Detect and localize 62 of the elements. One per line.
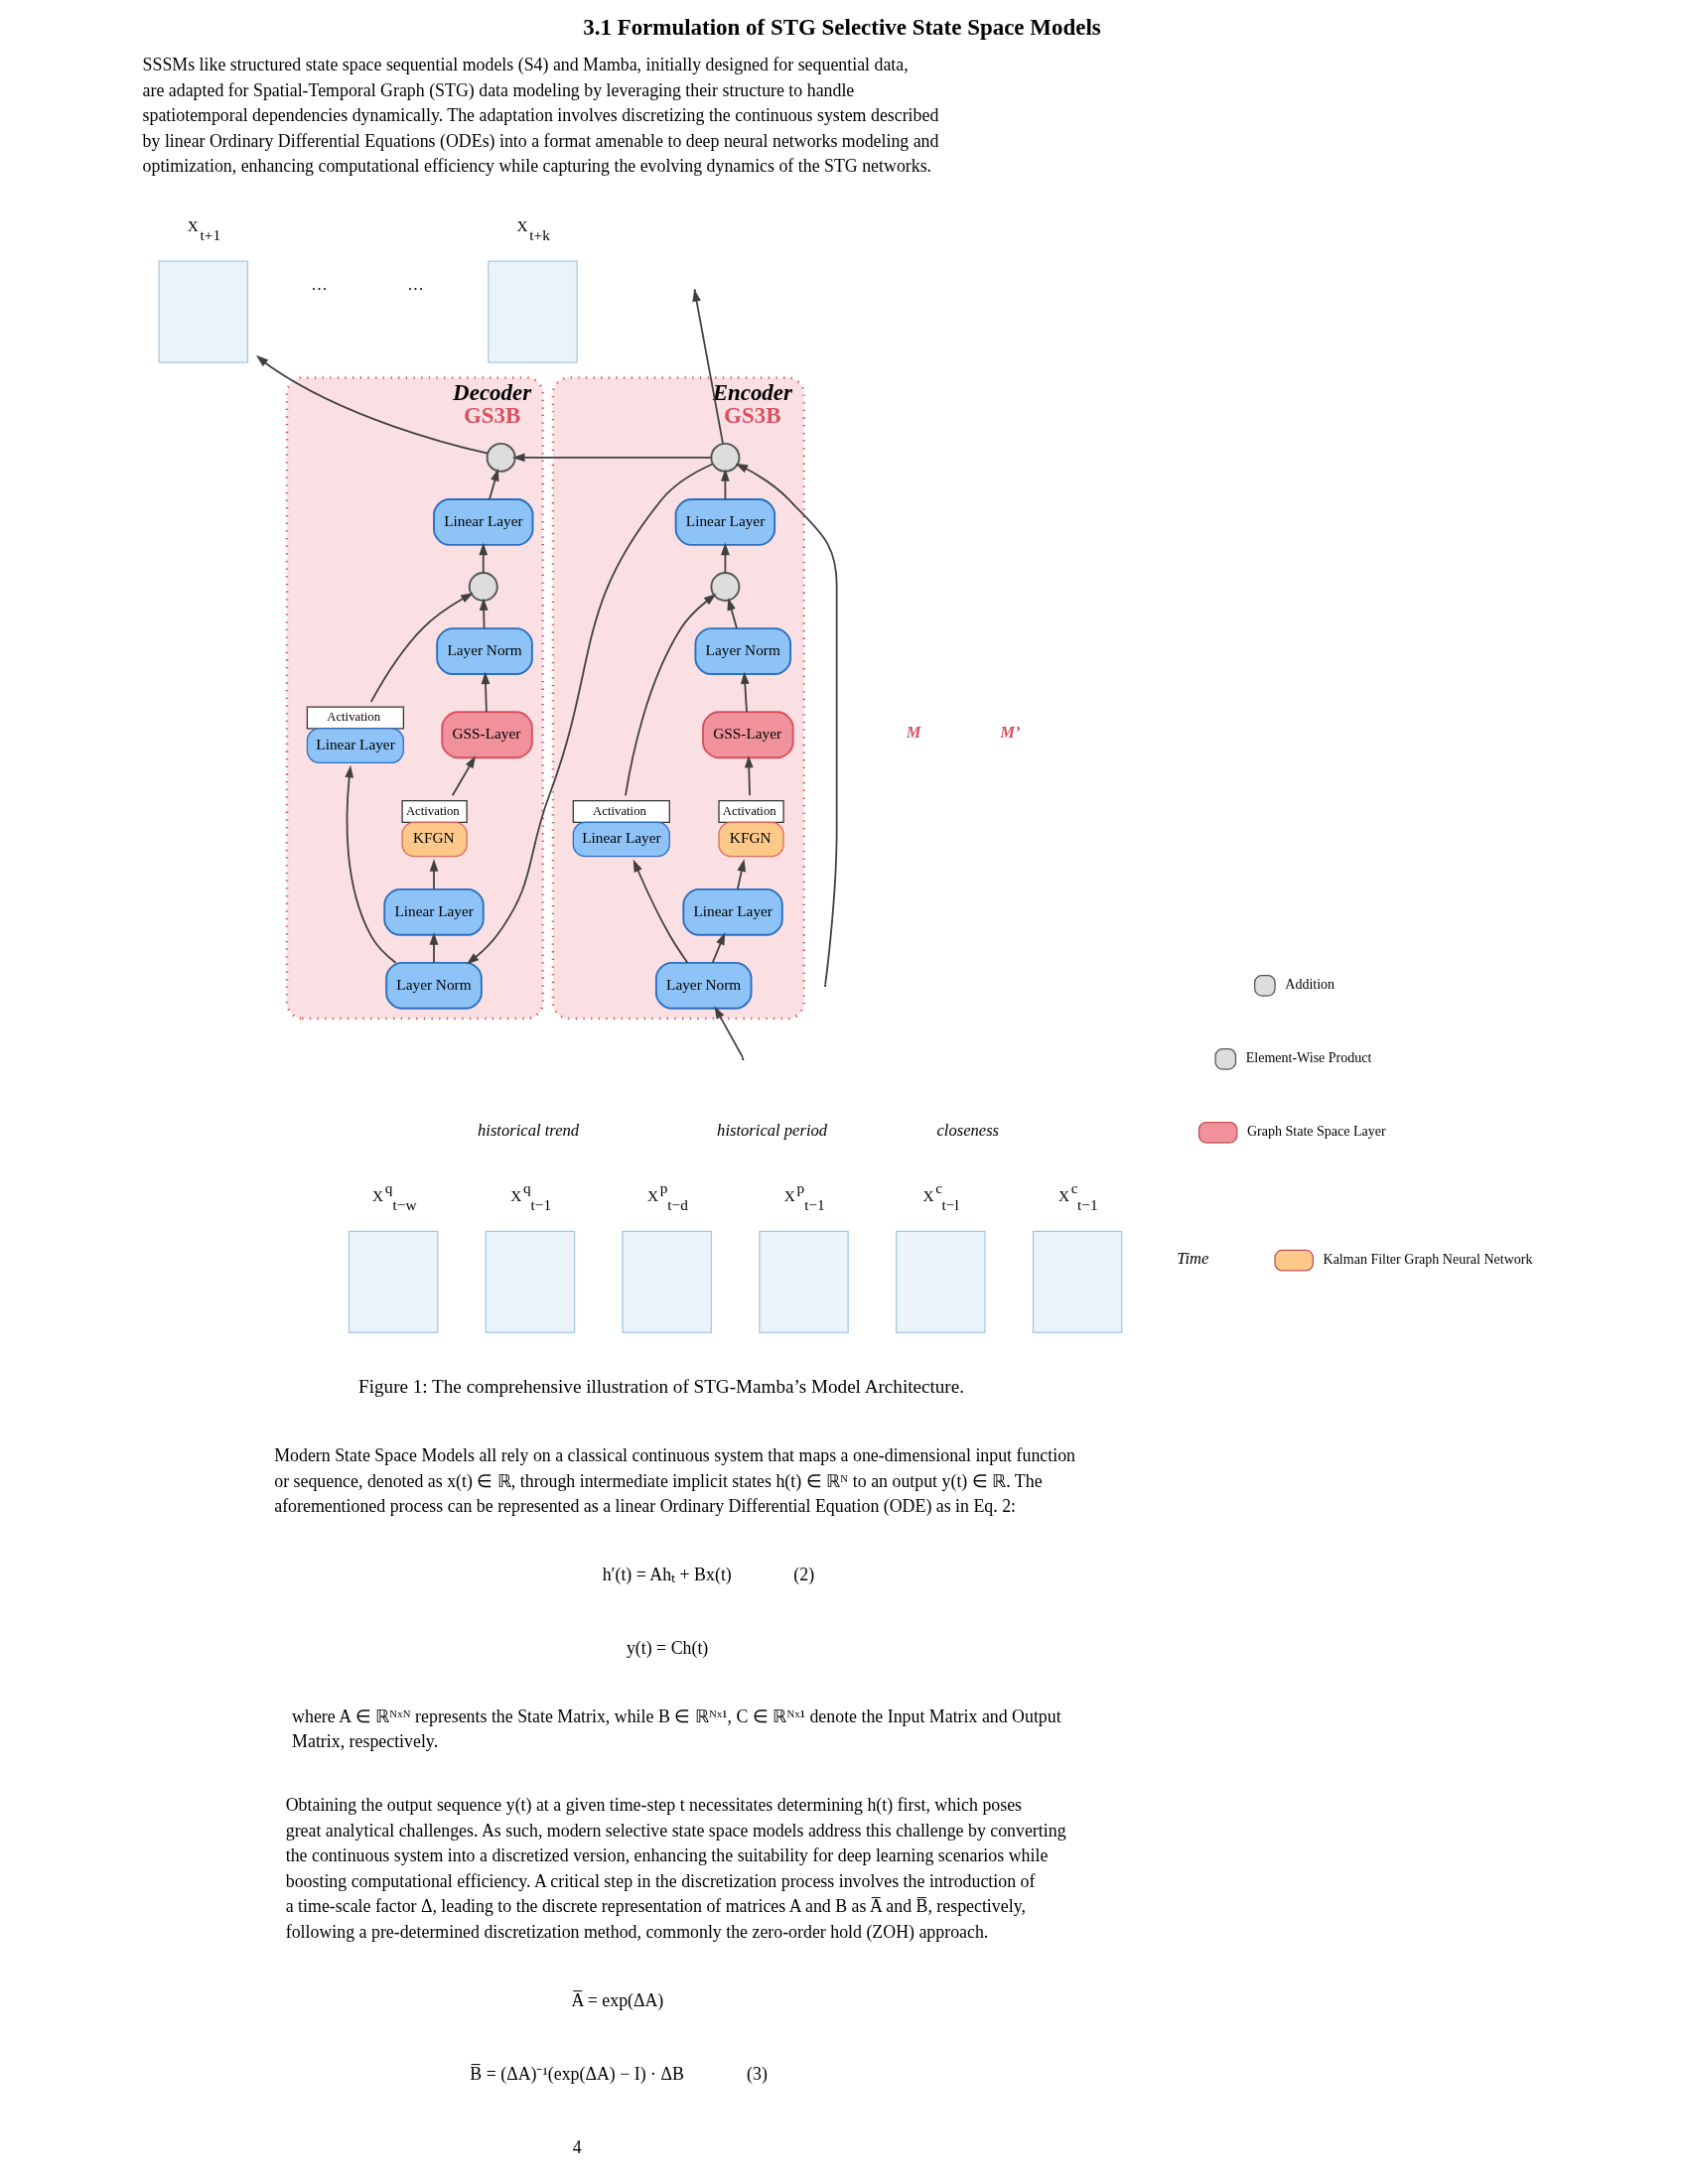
arrow [466, 463, 714, 965]
label: (3) [747, 2063, 768, 2084]
label: B̅ = (ΔA)⁻¹(exp(ΔA) − I) · ΔB [470, 2063, 684, 2084]
label: where A ∈ ℝᴺˣᴺ represents the State Matrix, while B ∈ ℝᴺˣ¹, C ∈ ℝᴺˣ¹ denote the Input Matrix and Output Matrix, respectively. [292, 1706, 1061, 1752]
arrow [429, 932, 439, 964]
label: SSSMs like structured state space sequential models (S4) and Mamba, initially designed for sequential data, are adapted for Spatial-Temporal Graph (STG) data modeling by leveraging their structure to handle spatiotemporal dependencies dynamically. The adaptation involves discretizing the continuous system described by linear Ordinary Differential Equations (ODEs) into a format amenable to deep neural networks modeling and optimization, enhancing computational efficiency while capturing the evolving dynamics of the STG networks. [142, 55, 939, 177]
arrow [711, 932, 726, 964]
arrow [735, 463, 838, 986]
legend-label: Graph State Space Layer [1246, 1123, 1386, 1140]
node-box: Layer Norm [654, 961, 753, 1010]
arrow [512, 453, 713, 463]
arrow [479, 598, 489, 629]
arrow [451, 755, 476, 797]
legend-label: Addition [1285, 976, 1336, 993]
legend-label: Kalman Filter Graph Neural Network [1323, 1251, 1533, 1268]
arrow [345, 764, 397, 964]
arrow [489, 469, 499, 500]
label: closeness [936, 1120, 1000, 1140]
label: A̅ = exp(ΔA) [571, 1989, 664, 2010]
arrow [692, 289, 724, 445]
node-circle [710, 442, 741, 473]
node-circle [486, 442, 516, 473]
node-circle [710, 572, 741, 602]
node-box: Layer Norm [436, 627, 533, 675]
label: ··· [407, 279, 424, 299]
node-box: Linear Layer [383, 887, 485, 936]
label: y(t) = Ch(t) [626, 1638, 709, 1659]
node-box: GSS-Layer [441, 711, 533, 759]
arrow [736, 859, 747, 890]
arrow [633, 859, 689, 964]
arrow [625, 594, 717, 797]
arrow [369, 593, 474, 703]
arrow [727, 598, 738, 629]
arrow [481, 671, 491, 713]
arrow [429, 859, 439, 890]
node-box: Linear Layer [682, 887, 783, 936]
arrow [714, 1006, 745, 1059]
arrow [744, 754, 754, 797]
node-box: Layer Norm [385, 961, 483, 1010]
arrow [740, 671, 750, 713]
caption: Figure 1: The comprehensive illustration of STG-Mamba’s Model Architecture. [358, 1375, 965, 1397]
label: historical period [717, 1120, 828, 1140]
label: M’ [1000, 723, 1021, 743]
label: historical trend [478, 1120, 580, 1140]
node-circle [468, 572, 498, 602]
label: M [906, 723, 921, 743]
label: h′(t) = Ahₜ + Bx(t) [602, 1565, 732, 1585]
arrow [479, 542, 489, 574]
node-box: Layer Norm [694, 627, 792, 675]
node-box: GSS-Layer [702, 711, 794, 759]
label: Modern State Space Models all rely on a classical continuous system that maps a one-dimensional input function or sequence, denoted as x(t) ∈ ℝ, through intermediate implicit states h(t) ∈ ℝᴺ to an output y(t) ∈ ℝ. The aforementioned process can be represented as a linear Ordinary Differential Equation (ODE) as in Eq. 2: [274, 1445, 1076, 1517]
label: (2) [793, 1565, 815, 1585]
legend-label: Element-Wise Product [1245, 1049, 1372, 1066]
label: Time [1177, 1248, 1209, 1268]
arrow [255, 354, 489, 455]
arrow [721, 469, 730, 500]
label: Obtaining the output sequence y(t) at a given time-step t necessitates determining h(t) first, which poses great analytical challenges. As such, modern selective state space models address this challenge by converting the continuous system into a discretized version, enhancing the suitability for deep learning scenarios while boosting computational efficiency. A critical step in the discretization process involves the introduction of a time-scale factor Δ, leading to the discrete representation of matrices A and B as A̅ and B̅, respectively, following a pre-determined discretization method, commonly the zero-order hold (ZOH) approach. [285, 1795, 1066, 1942]
label: 4 [572, 2136, 582, 2157]
diagram-title: 3.1 Formulation of STG Selective State Space Models [583, 15, 1101, 41]
node-box: Linear Layer [433, 498, 534, 546]
node-box: Linear Layer [674, 498, 776, 546]
label: ··· [311, 279, 328, 299]
